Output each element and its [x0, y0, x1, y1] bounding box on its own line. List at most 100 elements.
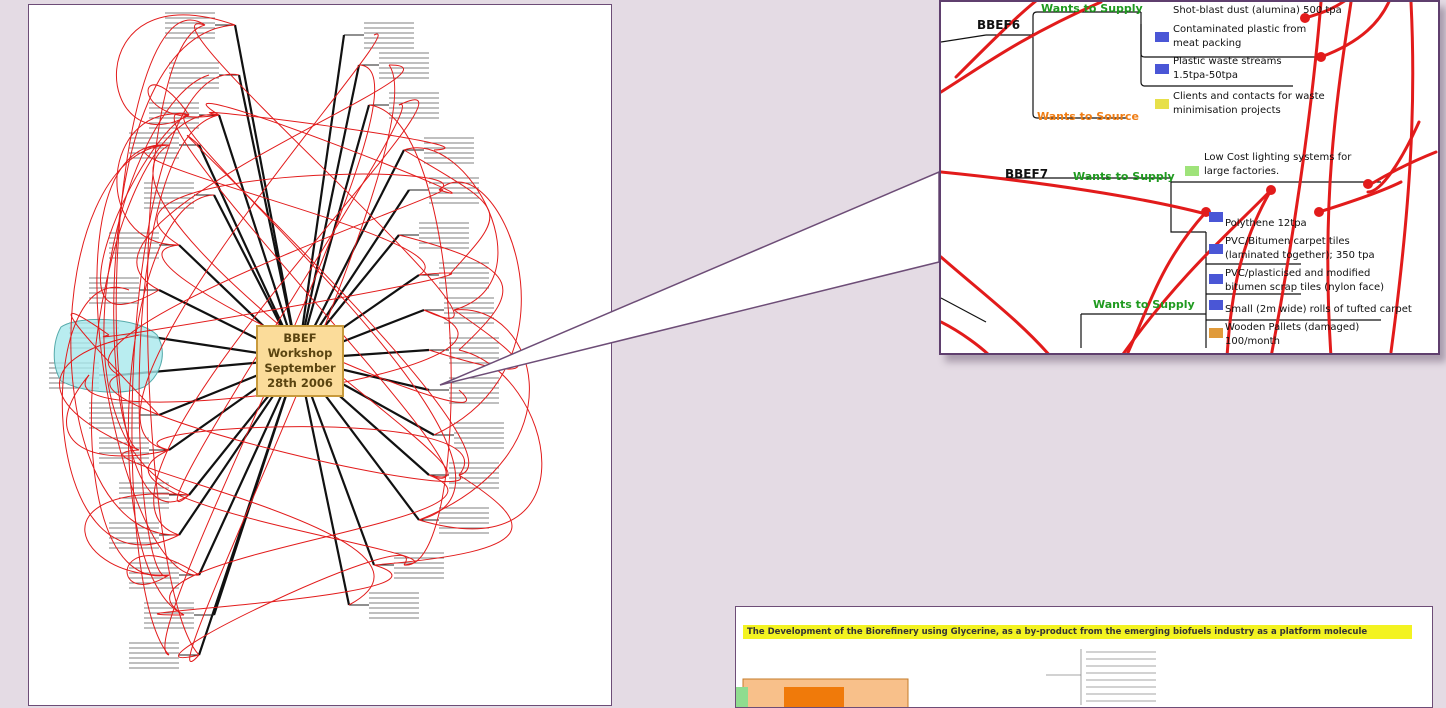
- cross-link: [433, 181, 522, 436]
- spoke-line: [296, 358, 351, 606]
- supply-item: Contaminated plastic from: [1173, 24, 1307, 35]
- spoke-line: [197, 358, 300, 656]
- topic-cluster: [89, 277, 159, 304]
- topic-cluster: [149, 102, 219, 129]
- cross-link: [107, 189, 444, 376]
- cross-link: [156, 173, 444, 246]
- cross-link: [186, 135, 469, 476]
- cross-link: [139, 33, 379, 451]
- supply-item: Small (2m wide) rolls of tufted carpet: [1225, 304, 1412, 315]
- spoke-line: [198, 144, 299, 360]
- cross-link: [153, 99, 419, 536]
- supply-item: Wooden Pallets (damaged): [1225, 322, 1360, 333]
- cross-link: [147, 449, 415, 566]
- cross-link: [176, 104, 403, 502]
- map-banner-title: The Development of the Biorefinery using…: [743, 625, 1412, 639]
- topic-cluster: [429, 462, 499, 489]
- cross-link: [147, 84, 220, 118]
- cross-link: [100, 114, 190, 305]
- topic-cluster: [374, 552, 444, 579]
- central-topic[interactable]: BBEF Workshop September 28th 2006: [256, 325, 344, 397]
- biorefinery-shapes: [736, 649, 1156, 707]
- cross-link: [403, 147, 499, 311]
- bbef7-code[interactable]: BBEF7: [1005, 167, 1049, 181]
- cross-link: [144, 144, 426, 276]
- topic-cluster: [369, 92, 439, 119]
- cross-link: [113, 24, 236, 451]
- cross-link: [103, 74, 210, 496]
- central-topic-line: September: [264, 361, 336, 375]
- pallet-icon: [1209, 328, 1223, 338]
- topic-cluster: [419, 507, 489, 534]
- bbef6-code[interactable]: BBEF6: [977, 18, 1021, 32]
- supply-item: PVC/plasticised and modified: [1225, 268, 1371, 279]
- topic-cluster: [429, 377, 499, 404]
- cross-link: [183, 114, 456, 521]
- topic-cluster: [409, 177, 479, 204]
- tmp-flag-icon: [1155, 32, 1169, 42]
- central-topic-line: 28th 2006: [267, 376, 333, 390]
- supply-item: Plastic waste streams: [1173, 56, 1282, 67]
- cross-link: [84, 493, 190, 576]
- tmp-flag-icon: [1209, 244, 1223, 254]
- topic-cluster: [349, 592, 419, 619]
- bbef7-supply-label: Wants to Supply: [1073, 170, 1175, 183]
- cross-link: [70, 312, 160, 416]
- bbef6-source-label: Wants to Source: [1037, 110, 1139, 123]
- supply-item: bitumen scrap tiles (nylon face): [1225, 282, 1385, 293]
- supply-item: large factories.: [1204, 166, 1280, 177]
- topic-cluster: [144, 602, 214, 629]
- cross-link: [418, 309, 530, 521]
- cross-link: [146, 24, 206, 656]
- cross-link: [116, 14, 236, 125]
- supply-item: meat packing: [1173, 38, 1242, 49]
- topic-cluster: [429, 337, 499, 364]
- cross-link: [131, 74, 240, 656]
- supply-item: PVC/Bitumen carpet tiles: [1225, 236, 1350, 247]
- spoke-line: [297, 149, 405, 360]
- cross-link: [126, 555, 200, 585]
- note-icon: [1155, 99, 1169, 109]
- central-topic-line: BBEF: [283, 331, 317, 345]
- tmp-flag-icon: [1209, 274, 1223, 284]
- cross-link: [398, 234, 504, 351]
- source-item: minimisation projects: [1173, 105, 1281, 116]
- cross-link: [178, 554, 407, 659]
- cross-link: [189, 64, 396, 662]
- zoom-detail-panel: Wants to Supply BBEF6 Shot-blast dust (a…: [939, 0, 1440, 355]
- topic-cluster: [109, 522, 179, 549]
- cross-link: [122, 449, 375, 606]
- list-supply-label: Wants to Supply: [1093, 298, 1195, 311]
- source-item: Clients and contacts for waste: [1173, 91, 1325, 102]
- cross-link: [136, 64, 404, 291]
- cross-link: [156, 426, 465, 476]
- supply-item: Low Cost lighting systems for: [1204, 152, 1352, 163]
- tmp-flag-icon: [1209, 212, 1223, 222]
- zoom-lines: [941, 2, 1438, 353]
- supply-item: Shot-blast dust (alumina) 500 tpa: [1173, 5, 1342, 16]
- bbef6-supply-label: Wants to Supply: [1041, 2, 1143, 15]
- tmp-flag-icon: [1209, 300, 1223, 310]
- cross-link: [115, 20, 206, 503]
- topic-cluster: [424, 297, 494, 324]
- cross-link: [127, 194, 215, 616]
- supply-item: Polythene 12tpa: [1225, 218, 1307, 229]
- cross-link: [109, 374, 462, 482]
- highlight-region: [53, 319, 163, 393]
- topic-cluster: [344, 22, 414, 49]
- lighting-icon: [1185, 166, 1199, 176]
- topic-cluster: [129, 642, 199, 669]
- cross-link: [208, 111, 446, 151]
- central-topic-line: Workshop: [267, 346, 333, 360]
- mind-map-overview: BBEF Workshop September 28th 2006: [28, 4, 612, 706]
- spoke-line: [217, 114, 300, 360]
- supply-item: 100/month: [1225, 336, 1280, 347]
- tmp-flag-icon: [1155, 64, 1169, 74]
- cross-link: [428, 309, 519, 370]
- supply-item: (laminated together); 350 tpa: [1225, 250, 1375, 261]
- cross-link: [66, 374, 170, 457]
- spoke-line: [296, 64, 361, 360]
- topic-cluster: [419, 262, 489, 289]
- cross-link: [169, 474, 449, 616]
- cross-link: [373, 474, 513, 566]
